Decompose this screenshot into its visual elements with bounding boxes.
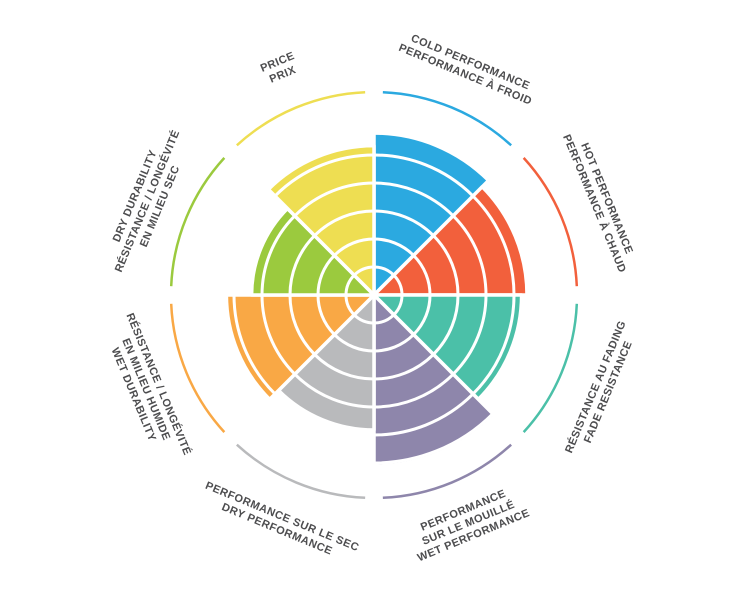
label-dry-performance: PERFORMANCE SUR LE SECDRY PERFORMANCE xyxy=(198,480,360,567)
outer-arc-cold-performance xyxy=(382,90,512,147)
outer-arc-hot-performance xyxy=(522,157,579,287)
label-wet-performance: PERFORMANCESUR LE MOUILLÉWET PERFORMANCE xyxy=(405,482,531,564)
sector-fade-resistance xyxy=(372,293,524,402)
grid-ring xyxy=(344,265,404,325)
grid-ring xyxy=(316,237,432,353)
label-fade-resistance: RÉSISTANCE AU FADINGFADE RESISTANCE xyxy=(562,319,641,461)
label-line: PERFORMANCE SUR LE SEC xyxy=(203,480,360,554)
grid-ring xyxy=(288,209,460,381)
outer-arc-dry-durability xyxy=(169,157,226,287)
sector-wet-performance xyxy=(372,293,497,468)
grid-ring xyxy=(204,125,544,465)
label-dry-durability: DRY DURABILITYRÉSISTANCE / LONGÉVITÉEN M… xyxy=(100,123,194,279)
outer-arc-dry-performance xyxy=(236,443,366,500)
outer-arc-price xyxy=(236,90,366,147)
outer-arc-wet-performance xyxy=(382,443,512,500)
outer-arc-fade-resistance xyxy=(522,303,579,433)
label-wet-durability: RÉSISTANCE / LONGÉVITÉEN MILIEU HUMIDEWE… xyxy=(99,311,194,467)
sector-price xyxy=(266,143,376,297)
label-price: PRICEPRIX xyxy=(259,50,302,87)
sector-wet-durability xyxy=(224,293,376,402)
outer-arc-wet-durability xyxy=(169,303,226,433)
grid-ring xyxy=(232,153,516,437)
sector-cold-performance xyxy=(372,131,491,297)
grid-ring xyxy=(260,181,488,409)
